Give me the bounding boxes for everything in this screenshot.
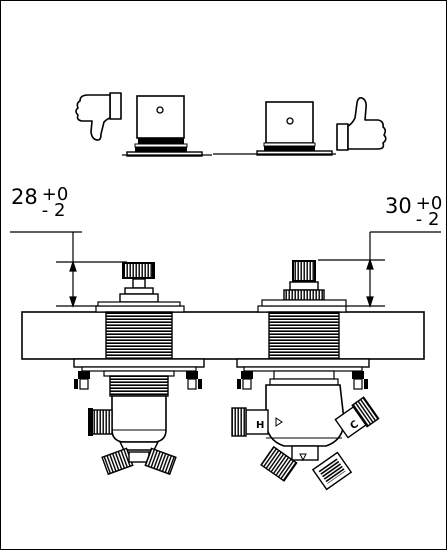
right-dimension-lines (318, 231, 441, 308)
thumbs-down-icon (75, 92, 122, 141)
countertop-slab (21, 305, 425, 360)
right-mixer-valve (231, 260, 380, 491)
left-tolerance-lower: - 2 (41, 200, 66, 221)
hot-inlet-label: H (256, 420, 264, 431)
left-mixer-valve (73, 262, 205, 476)
correct-installation-figure (213, 101, 336, 156)
left-tolerance-upper: +0 (41, 184, 69, 205)
right-dimension-value: 30 (385, 194, 412, 218)
left-dimension-label: 28+0- 2 (11, 184, 69, 221)
right-dimension-label: 30+0- 2 (385, 193, 443, 230)
thumbs-up-icon (336, 97, 387, 151)
wrong-installation-figure (122, 95, 212, 157)
right-tolerance-lower: - 2 (415, 209, 440, 230)
left-dimension-lines (10, 231, 127, 308)
right-tolerance-upper: +0 (415, 193, 443, 214)
left-dimension-value: 28 (11, 185, 38, 209)
